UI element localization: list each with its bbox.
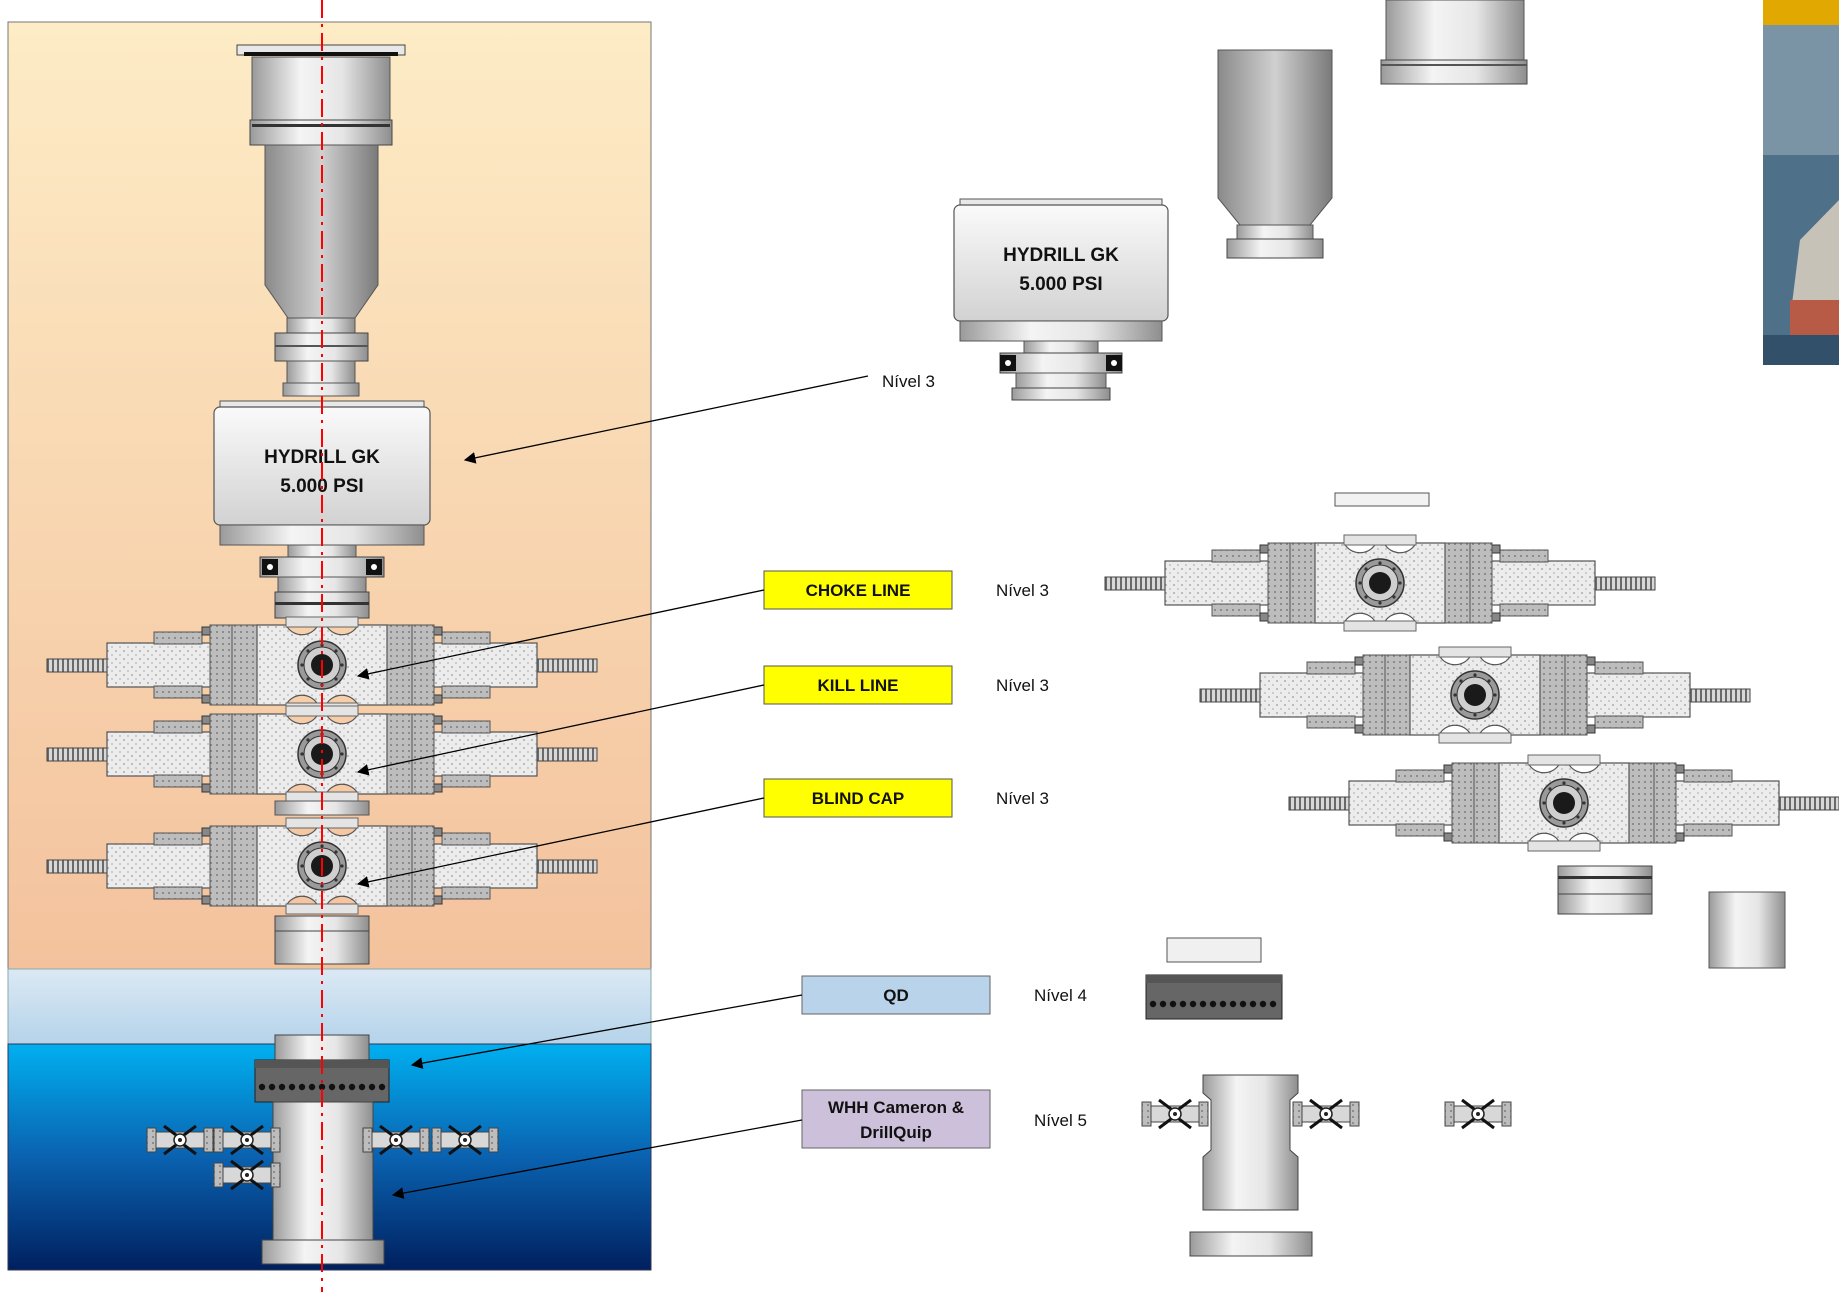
qd-bolt-dot bbox=[1239, 1000, 1247, 1008]
level-label-whh: Nível 5 bbox=[1034, 1111, 1087, 1130]
exploded-ram-3 bbox=[1288, 754, 1839, 852]
sky-band bbox=[7, 968, 652, 1045]
qd-connector-dots bbox=[258, 1083, 386, 1091]
qd-bolt-dot bbox=[1209, 1000, 1217, 1008]
exploded-whh-valve-3 bbox=[1443, 1098, 1513, 1130]
qd-bolt-dot bbox=[1179, 1000, 1187, 1008]
callout-whh bbox=[391, 1089, 991, 1199]
callout-blind-cap bbox=[356, 778, 953, 888]
level-label-qd: Nível 4 bbox=[1034, 986, 1087, 1005]
level-label-choke: Nível 3 bbox=[996, 581, 1049, 600]
qd-bolt-dot bbox=[318, 1083, 326, 1091]
rig-photo bbox=[1763, 0, 1839, 365]
qd-bolt-dot bbox=[308, 1083, 316, 1091]
level-label-blind: Nível 3 bbox=[996, 789, 1049, 808]
exploded-block bbox=[1708, 891, 1786, 969]
exploded-ram-2 bbox=[1199, 646, 1751, 744]
qd-bolt-dot bbox=[348, 1083, 356, 1091]
exploded-whh-valve-1 bbox=[1140, 1098, 1210, 1130]
exploded-qd-connector bbox=[1145, 974, 1283, 1020]
qd-bolt-dot bbox=[288, 1083, 296, 1091]
exploded-qd-dots bbox=[1149, 1000, 1277, 1008]
qd-bolt-dot bbox=[378, 1083, 386, 1091]
exploded-annular-bop bbox=[953, 198, 1169, 401]
qd-bolt-dot bbox=[258, 1083, 266, 1091]
qd-bolt-dot bbox=[338, 1083, 346, 1091]
exploded-annular-label-line1: HYDRILL GK bbox=[1003, 245, 1119, 266]
qd-bolt-dot bbox=[268, 1083, 276, 1091]
qd-bolt-dot bbox=[328, 1083, 336, 1091]
qd-bolt-dot bbox=[1149, 1000, 1157, 1008]
annular-label-line1: HYDRILL GK bbox=[264, 447, 380, 468]
qd-bolt-dot bbox=[278, 1083, 286, 1091]
qd-bolt-dot bbox=[1169, 1000, 1177, 1008]
level-label-kill: Nível 3 bbox=[996, 676, 1049, 695]
qd-bolt-dot bbox=[1219, 1000, 1227, 1008]
qd-bolt-dot bbox=[1249, 1000, 1257, 1008]
exploded-top-flange bbox=[1380, 0, 1528, 85]
blind-cap-label: BLIND CAP bbox=[812, 789, 905, 808]
callout-annular bbox=[463, 375, 869, 464]
qd-bolt-dot bbox=[1189, 1000, 1197, 1008]
exploded-whh-valve-2 bbox=[1291, 1098, 1361, 1130]
level-label-annular: Nível 3 bbox=[882, 372, 935, 391]
qd-bolt-dot bbox=[1259, 1000, 1267, 1008]
qd-bolt-dot bbox=[298, 1083, 306, 1091]
qd-bolt-dot bbox=[358, 1083, 366, 1091]
exploded-annular-label-line2: 5.000 PSI bbox=[1019, 274, 1102, 295]
choke-line-label: CHOKE LINE bbox=[806, 581, 911, 600]
callout-kill-line bbox=[356, 665, 953, 776]
exploded-wellhead bbox=[1189, 1074, 1313, 1257]
qd-label: QD bbox=[883, 986, 909, 1005]
callout-qd bbox=[410, 975, 991, 1069]
qd-bolt-dot bbox=[1269, 1000, 1277, 1008]
whh-label-line2: DrillQuip bbox=[860, 1123, 932, 1142]
exploded-diverter-cone bbox=[1217, 49, 1333, 259]
kill-line-label: KILL LINE bbox=[818, 676, 899, 695]
qd-bolt-dot bbox=[1199, 1000, 1207, 1008]
exploded-spacer-1 bbox=[1334, 492, 1430, 507]
exploded-lower-flange bbox=[1557, 865, 1653, 915]
qd-bolt-dot bbox=[1229, 1000, 1237, 1008]
qd-bolt-dot bbox=[1159, 1000, 1167, 1008]
callout-choke-line bbox=[356, 570, 953, 680]
qd-bolt-dot bbox=[368, 1083, 376, 1091]
exploded-ram-1 bbox=[1104, 534, 1656, 632]
whh-label-line1: WHH Cameron & bbox=[828, 1098, 964, 1117]
exploded-qd-top bbox=[1166, 937, 1262, 963]
